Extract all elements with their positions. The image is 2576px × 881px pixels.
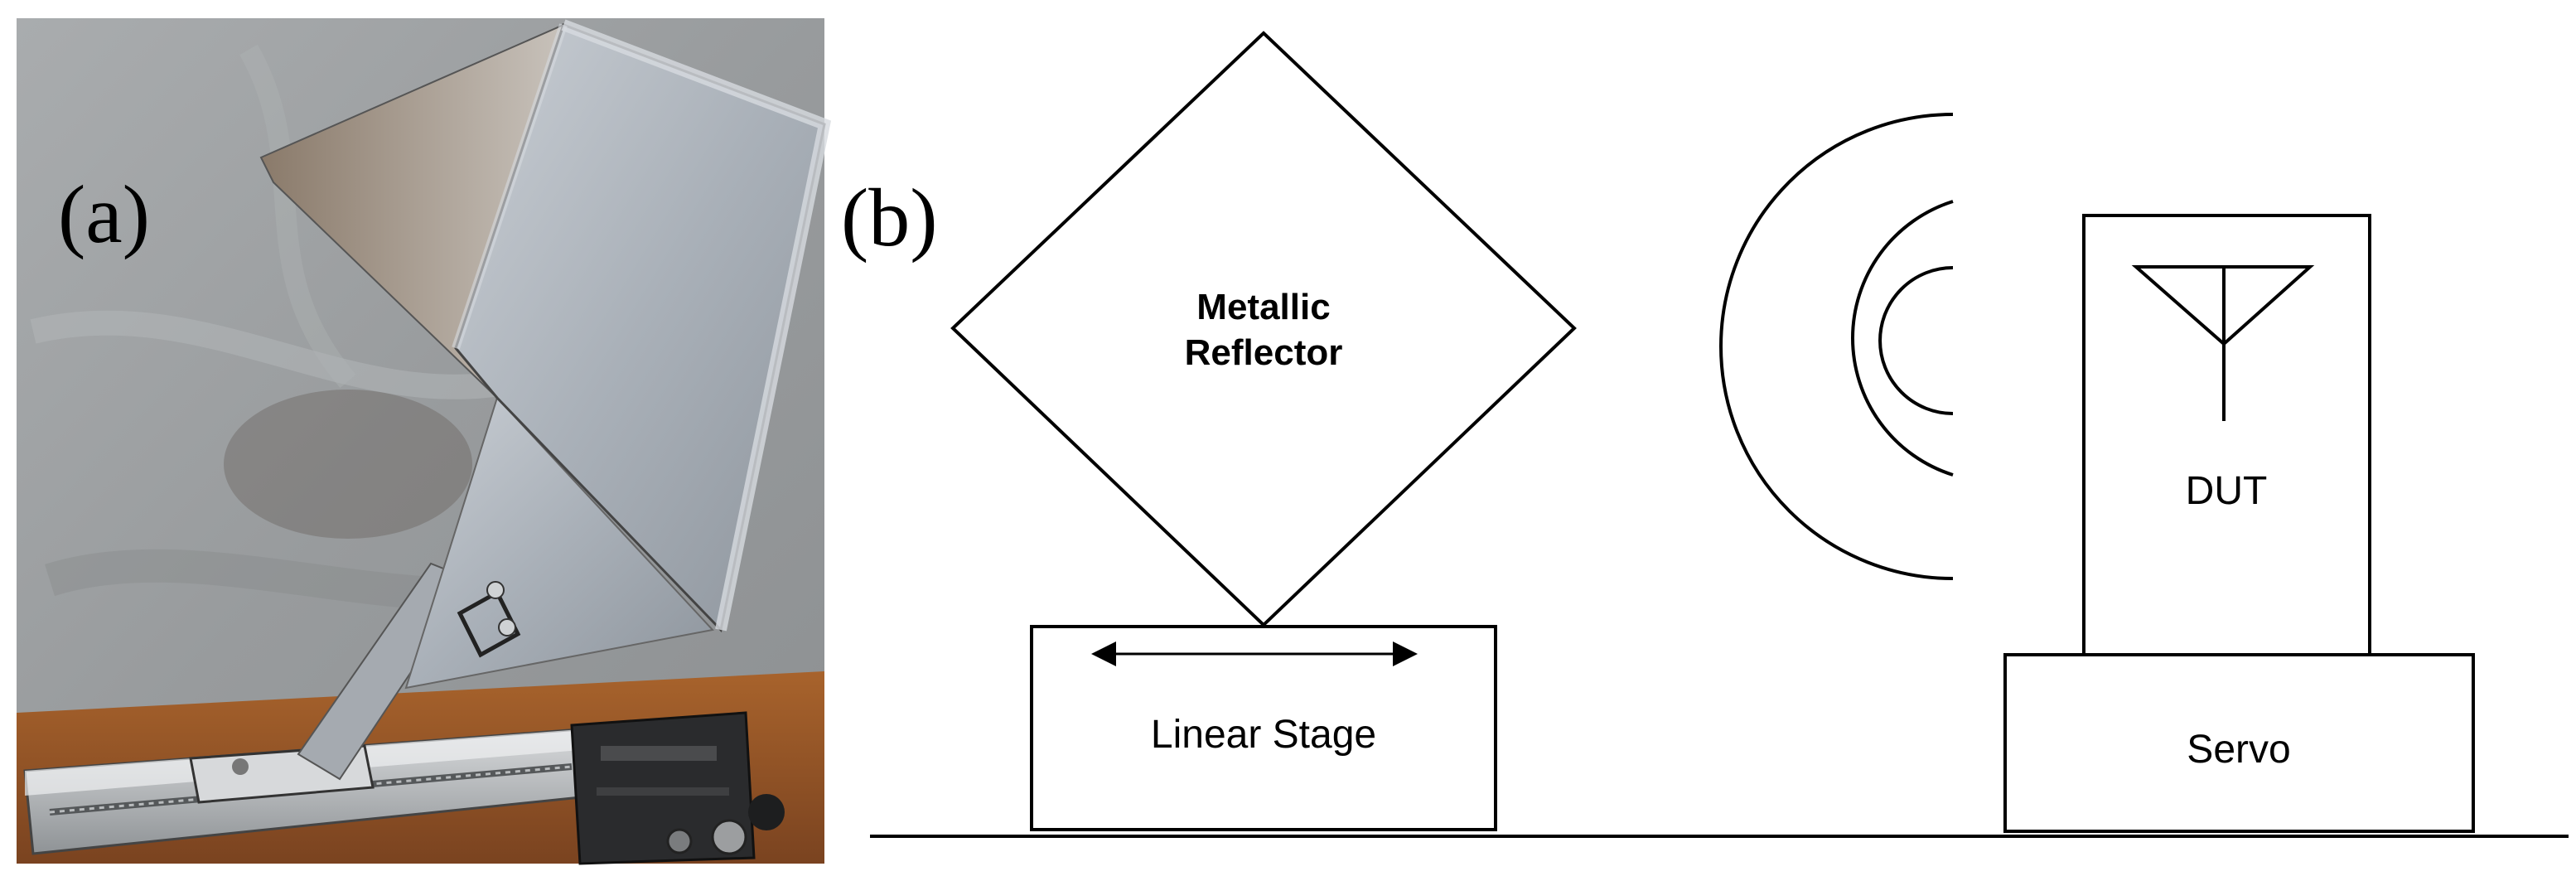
servo-label: Servo xyxy=(2187,728,2290,772)
panel-b-diagram: (b) Metallic Reflector Linear Stage DUT … xyxy=(841,31,2569,838)
panel-a-photo: (a) xyxy=(17,18,832,865)
linear-stage xyxy=(1030,625,1497,831)
servo-box xyxy=(2003,653,2475,833)
antenna-icon xyxy=(2131,265,2315,421)
reflector-label-line2: Reflector xyxy=(1185,332,1343,373)
linear-stage-label: Linear Stage xyxy=(1151,713,1376,757)
reflector-label-line1: Metallic xyxy=(1196,287,1330,327)
dut-label: DUT xyxy=(2186,469,2268,513)
wave-arcs-icon xyxy=(1719,113,1954,580)
photo-lower-plate xyxy=(404,396,714,690)
metallic-reflector xyxy=(950,31,1577,627)
photo-motor xyxy=(570,711,785,865)
dut-box xyxy=(2082,214,2371,656)
panel-b-label: (b) xyxy=(841,172,938,264)
panel-a-label: (a) xyxy=(58,168,150,260)
photo-bracket xyxy=(457,581,521,658)
